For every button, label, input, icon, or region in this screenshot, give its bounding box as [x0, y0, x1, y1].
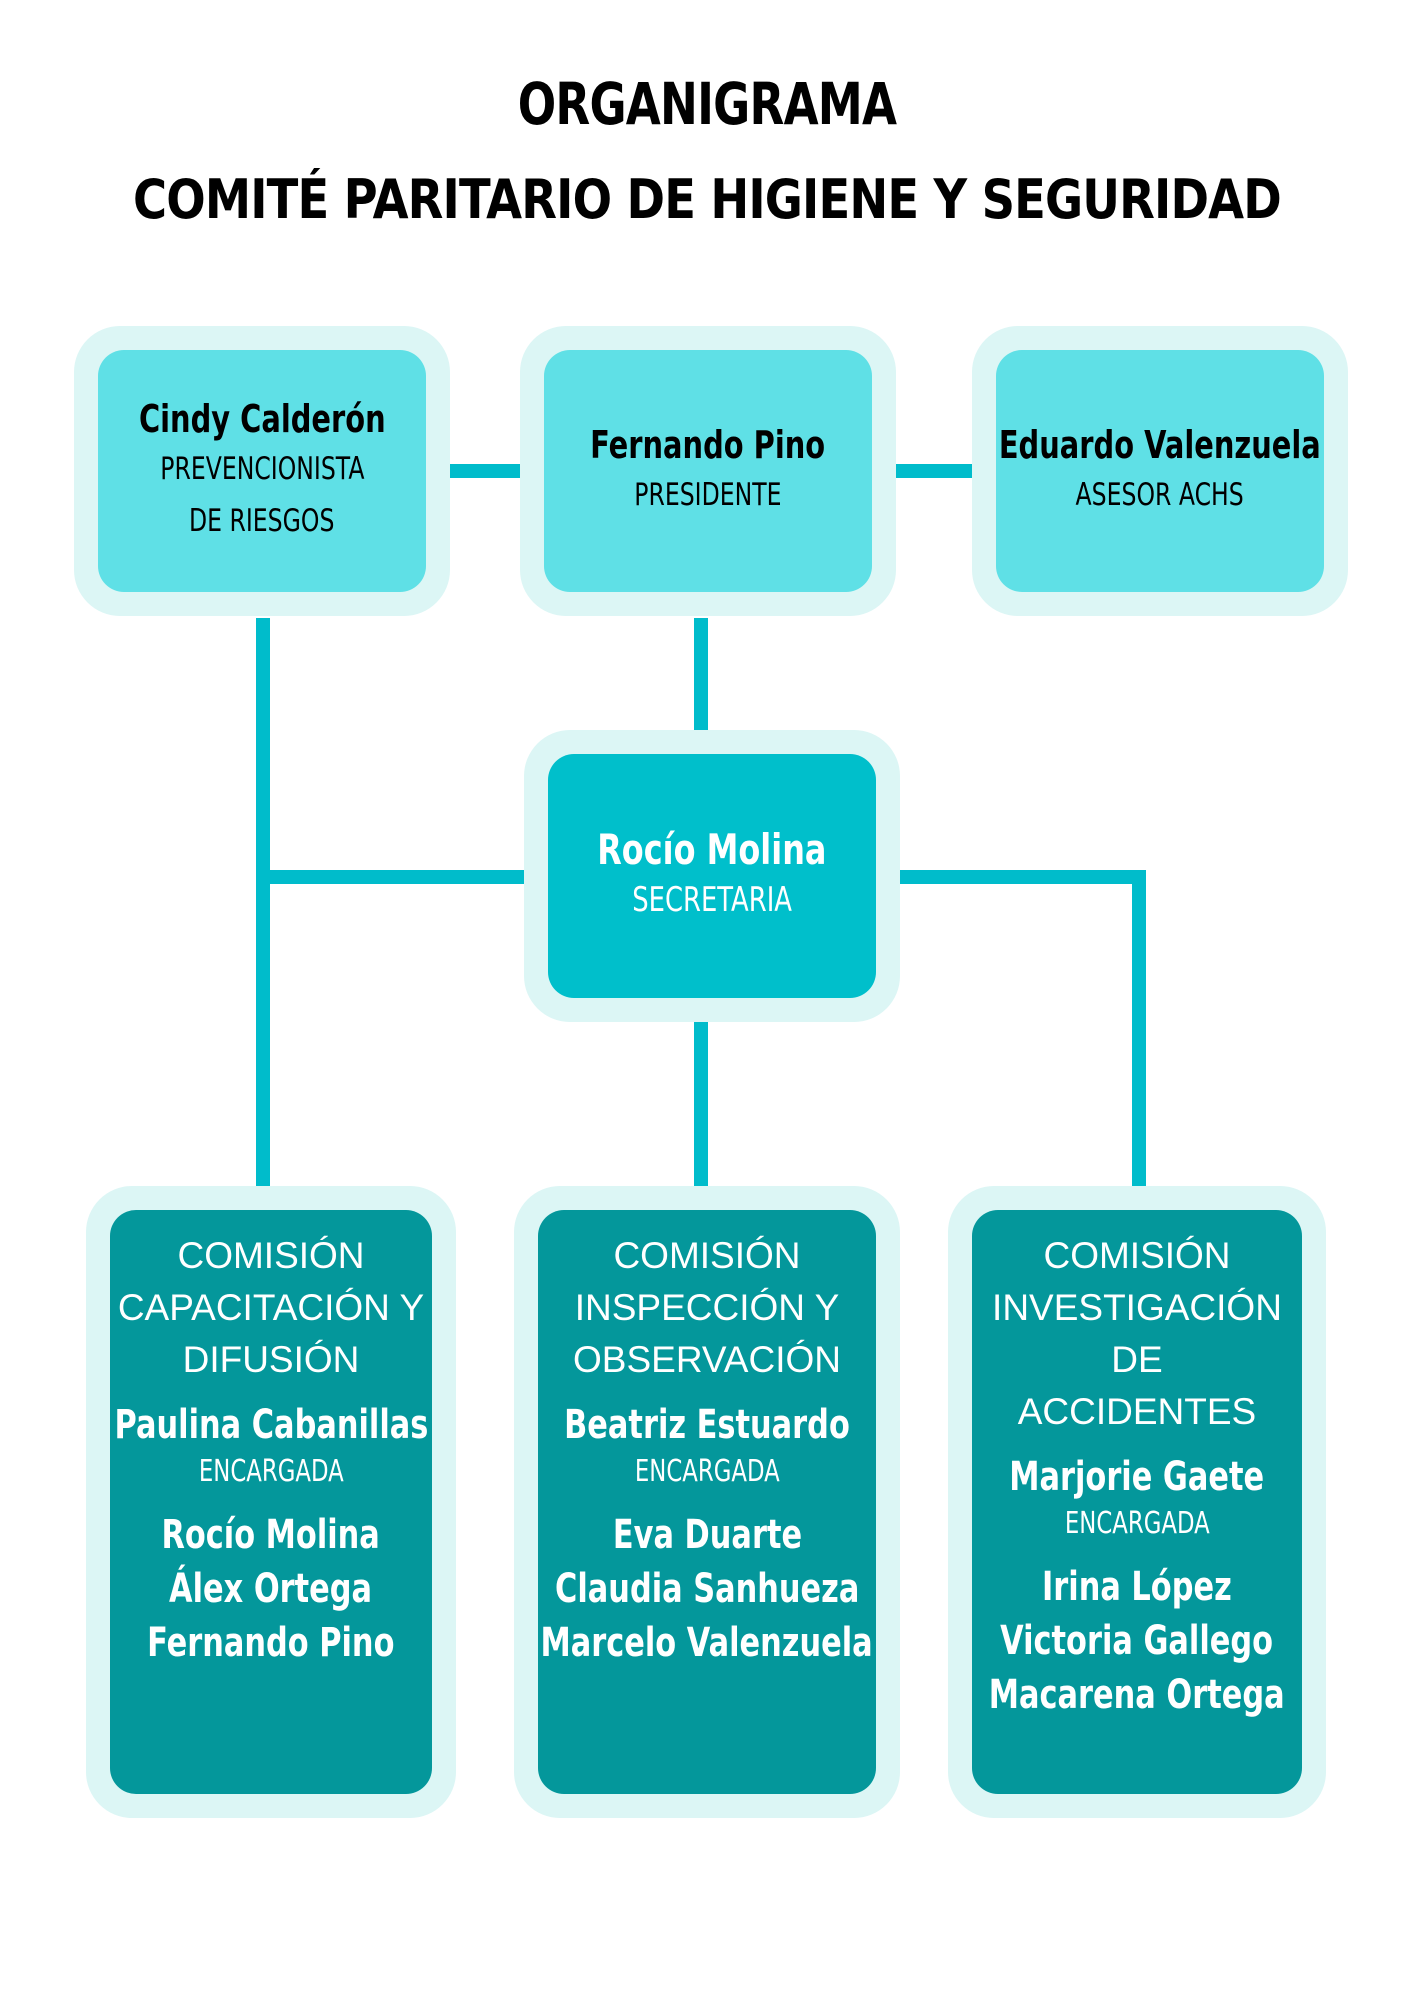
- commission-member: Rocío Molina: [161, 1512, 381, 1558]
- commission-member: Claudia Sanhueza: [554, 1566, 860, 1612]
- person-card-presidente: Fernando Pino PRESIDENTE: [544, 350, 872, 592]
- person-name: Cindy Calderón: [138, 397, 386, 441]
- connector-left-vertical: [256, 618, 270, 1186]
- commission-member: Eva Duarte: [612, 1512, 802, 1558]
- commission-title-line: COMISIÓN: [613, 1235, 801, 1276]
- page-title: ORGANIGRAMA: [517, 70, 897, 138]
- person-role: PREVENCIONISTA: [159, 451, 365, 487]
- person-card-secretaria: Rocío Molina SECRETARIA: [548, 754, 876, 998]
- commission-card-capacitacion: COMISIÓN CAPACITACIÓN Y DIFUSIÓN Paulina…: [110, 1210, 432, 1794]
- person-card-prevencionista: Cindy Calderón PREVENCIONISTA DE RIESGOS: [98, 350, 426, 592]
- person-card-asesor: Eduardo Valenzuela ASESOR ACHS: [996, 350, 1324, 592]
- commission-title-line: OBSERVACIÓN: [573, 1339, 841, 1380]
- person-role: DE RIESGOS: [189, 503, 335, 539]
- person-role: PRESIDENTE: [634, 477, 782, 513]
- person-role: SECRETARIA: [632, 880, 792, 920]
- commission-member: Macarena Ortega: [989, 1672, 1285, 1718]
- commission-card-investigacion: COMISIÓN INVESTIGACIÓN DE ACCIDENTES Mar…: [972, 1210, 1302, 1794]
- commission-member: Irina López: [1042, 1564, 1232, 1610]
- connector-secretary-right: [876, 870, 1146, 884]
- commission-head-role: ENCARGADA: [198, 1454, 344, 1489]
- connector-president-secretary: [694, 618, 708, 730]
- connector-left-center-top: [428, 464, 538, 478]
- commission-title-line: COMISIÓN: [1043, 1235, 1231, 1276]
- commission-head-name: Marjorie Gaete: [1009, 1454, 1265, 1500]
- commission-title-line: DIFUSIÓN: [182, 1339, 360, 1380]
- person-role: ASESOR ACHS: [1075, 477, 1245, 513]
- commission-member: Álex Ortega: [169, 1566, 373, 1612]
- commission-member: Marcelo Valenzuela: [540, 1620, 874, 1666]
- person-name: Fernando Pino: [590, 423, 826, 467]
- connector-secretary-center-bottom: [694, 1022, 708, 1186]
- commission-head-name: Beatriz Estuardo: [564, 1402, 850, 1448]
- commission-head-name: Paulina Cabanillas: [114, 1402, 428, 1448]
- page-subtitle: COMITÉ PARITARIO DE HIGIENE Y SEGURIDAD: [133, 168, 1282, 231]
- connector-secretary-left: [256, 870, 550, 884]
- commission-title-line: CAPACITACIÓN Y: [117, 1287, 425, 1328]
- commission-title-line: ACCIDENTES: [1017, 1391, 1257, 1432]
- commission-head-role: ENCARGADA: [1064, 1506, 1210, 1541]
- person-name: Rocío Molina: [597, 825, 827, 874]
- connector-right-vertical: [1132, 870, 1146, 1186]
- commission-member: Fernando Pino: [147, 1620, 395, 1666]
- commission-title-line: COMISIÓN: [177, 1235, 365, 1276]
- commission-card-inspeccion: COMISIÓN INSPECCIÓN Y OBSERVACIÓN Beatri…: [538, 1210, 876, 1794]
- person-name: Eduardo Valenzuela: [999, 423, 1321, 467]
- commission-head-role: ENCARGADA: [634, 1454, 780, 1489]
- commission-title-line: INVESTIGACIÓN DE: [992, 1287, 1282, 1380]
- connector-center-right-top: [874, 464, 996, 478]
- commission-title-line: INSPECCIÓN Y: [574, 1287, 840, 1328]
- commission-member: Victoria Gallego: [1000, 1618, 1274, 1664]
